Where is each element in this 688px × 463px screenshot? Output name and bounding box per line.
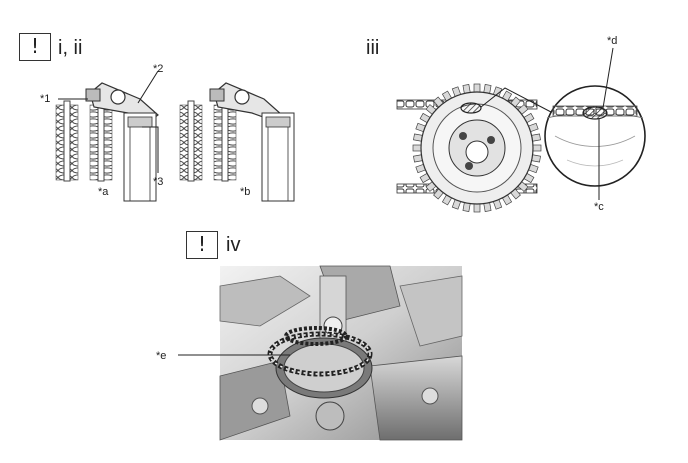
caution-symbol: !	[197, 232, 207, 256]
callout-3: *3	[153, 176, 164, 188]
rocker-assembly-a	[55, 82, 159, 202]
callout-1: *1	[40, 93, 51, 105]
caution-symbol: !	[30, 34, 40, 58]
callout-e: *e	[156, 350, 167, 362]
callout-c: *c	[594, 201, 604, 213]
caution-icon-2: !	[186, 231, 218, 259]
caution-icon-1: !	[19, 33, 51, 61]
step-label-i-ii: i, ii	[58, 37, 83, 59]
rocker-arm-diagram	[55, 70, 295, 202]
rocker-assembly-b	[179, 82, 295, 202]
callout-d: *d	[607, 35, 618, 47]
step-label-iii: iii	[366, 37, 380, 59]
sprocket-chain-diagram	[396, 47, 646, 213]
callout-2: *2	[153, 63, 164, 75]
engine-timing-chain-illustration	[219, 265, 463, 441]
callout-b: *b	[240, 186, 251, 198]
callout-e-leader	[178, 354, 290, 356]
step-label-iv: iv	[226, 234, 241, 256]
callout-a: *a	[98, 186, 109, 198]
